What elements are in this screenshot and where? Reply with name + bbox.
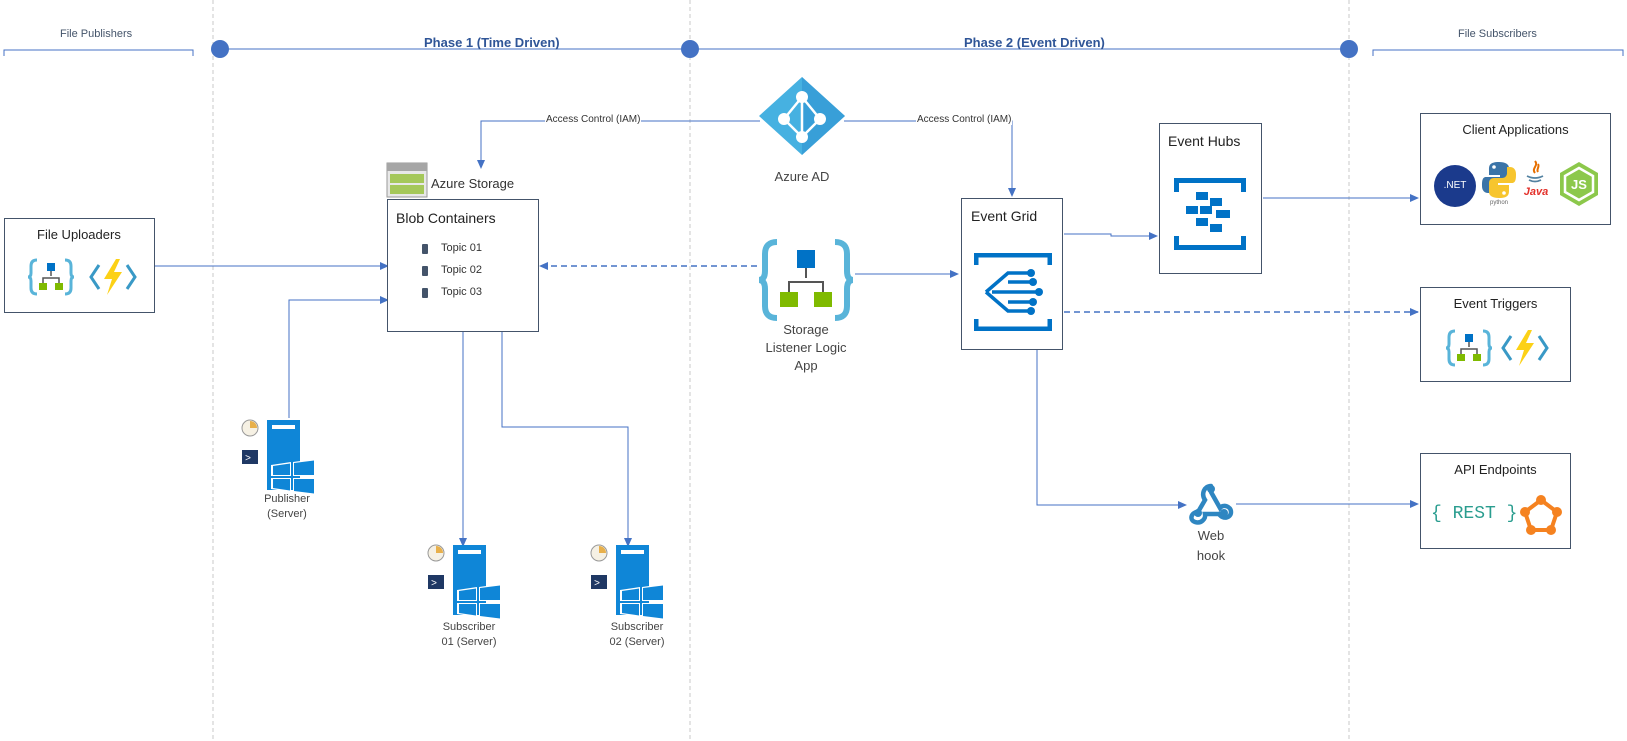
- subscriber2-server-icon: >: [590, 544, 664, 619]
- topic-icon: [422, 244, 428, 254]
- iam-label-right: Access Control (IAM): [916, 114, 1013, 125]
- logic-app-icon: [1445, 329, 1493, 367]
- svg-text:>: >: [245, 454, 251, 465]
- java-label: Java: [1523, 186, 1549, 198]
- blob-containers-title: Blob Containers: [396, 210, 496, 226]
- event-hubs-icon: [1174, 178, 1246, 250]
- topic-icon: [422, 266, 428, 276]
- nodejs-label: JS: [1571, 177, 1587, 192]
- logic-app-icon: [27, 258, 75, 296]
- publishers-bracket: [3, 49, 194, 56]
- publisher-to-blob: [288, 296, 389, 418]
- event-hubs-box: Event Hubs: [1159, 123, 1262, 274]
- timeline-dot: [1340, 40, 1358, 58]
- logic-app-caption-line: Storage: [783, 322, 829, 337]
- file-publishers-header: File Publishers: [60, 28, 133, 40]
- api-graph-icon: [1520, 495, 1562, 535]
- azure-ad-icon: [759, 77, 845, 155]
- webhook-caption: Web hook: [1176, 526, 1246, 566]
- iam-connector-right: [844, 120, 1016, 197]
- python-label: python: [1489, 200, 1508, 206]
- timeline-dot: [681, 40, 699, 58]
- phase1-label: Phase 1 (Time Driven): [424, 35, 560, 50]
- event-grid-title: Event Grid: [971, 208, 1038, 224]
- blob-to-subscriber2: [501, 332, 632, 547]
- azure-function-icon: [89, 259, 137, 295]
- topic-item: Topic 03: [441, 286, 482, 298]
- api-endpoints-title: API Endpoints: [1454, 462, 1537, 477]
- java-icon: [1526, 160, 1544, 183]
- nodejs-icon: [1560, 162, 1598, 206]
- subscriber1-server-icon: >: [427, 544, 501, 619]
- storage-listener-logic-app-icon: [758, 239, 854, 321]
- event-hubs-title: Event Hubs: [1168, 133, 1241, 149]
- event-grid-icon: [974, 253, 1052, 331]
- server-caption-line: 01 (Server): [441, 636, 497, 648]
- azure-storage-label: Azure Storage: [431, 176, 515, 191]
- server-caption-line: Subscriber: [442, 621, 496, 633]
- topic-item: Topic 01: [441, 242, 482, 254]
- api-endpoints-box: API Endpoints { REST }: [1420, 453, 1571, 549]
- svg-text:>: >: [431, 579, 437, 590]
- python-icon: [1482, 162, 1516, 198]
- phase2-label: Phase 2 (Event Driven): [964, 35, 1105, 50]
- svg-text:>: >: [594, 579, 600, 590]
- iam-label-left: Access Control (IAM): [545, 114, 642, 125]
- file-uploaders-box: File Uploaders: [4, 218, 155, 313]
- dotnet-icon: [1434, 165, 1476, 207]
- server-caption-line: Publisher: [264, 493, 310, 505]
- logic-app-caption-line: Listener Logic: [765, 340, 847, 355]
- subscribers-bracket: [1372, 49, 1624, 56]
- publisher-caption: Publisher (Server): [249, 492, 325, 522]
- event-grid-box: Event Grid: [961, 198, 1063, 350]
- client-applications-box: Client Applications .NET python Java JS: [1420, 113, 1611, 225]
- azure-function-icon: [1501, 330, 1549, 366]
- subscriber2-caption: Subscriber 02 (Server): [599, 620, 675, 650]
- iam-connector-left: [477, 120, 760, 169]
- azure-storage-icon: [386, 162, 428, 198]
- logic-app-caption: Storage Listener Logic App: [741, 321, 871, 375]
- blob-containers-box: Blob Containers Topic 01 Topic 02 Topic …: [387, 199, 539, 332]
- webhook-icon: [1189, 483, 1234, 525]
- client-applications-title: Client Applications: [1462, 122, 1569, 137]
- webhook-caption-line: hook: [1196, 548, 1226, 563]
- topic-icon: [422, 288, 428, 298]
- server-caption-line: Subscriber: [610, 621, 664, 633]
- eventgrid-to-webhook: [1036, 350, 1187, 509]
- file-uploaders-title: File Uploaders: [37, 227, 121, 242]
- eventgrid-to-eventhubs: [1064, 232, 1158, 240]
- subscriber1-caption: Subscriber 01 (Server): [431, 620, 507, 650]
- dotnet-label: .NET: [1443, 180, 1467, 191]
- topic-item: Topic 02: [441, 264, 482, 276]
- azure-ad-label: Azure AD: [774, 169, 830, 184]
- rest-label: { REST }: [1431, 504, 1518, 524]
- server-caption-line: 02 (Server): [609, 636, 665, 648]
- publisher-server-icon: >: [241, 419, 315, 494]
- server-caption-line: (Server): [267, 508, 307, 520]
- webhook-caption-line: Web: [1197, 528, 1225, 543]
- file-subscribers-header: File Subscribers: [1458, 28, 1537, 40]
- logic-app-caption-line: App: [794, 358, 818, 373]
- event-triggers-title: Event Triggers: [1453, 296, 1538, 311]
- event-triggers-box: Event Triggers: [1420, 287, 1571, 382]
- timeline-dot: [211, 40, 229, 58]
